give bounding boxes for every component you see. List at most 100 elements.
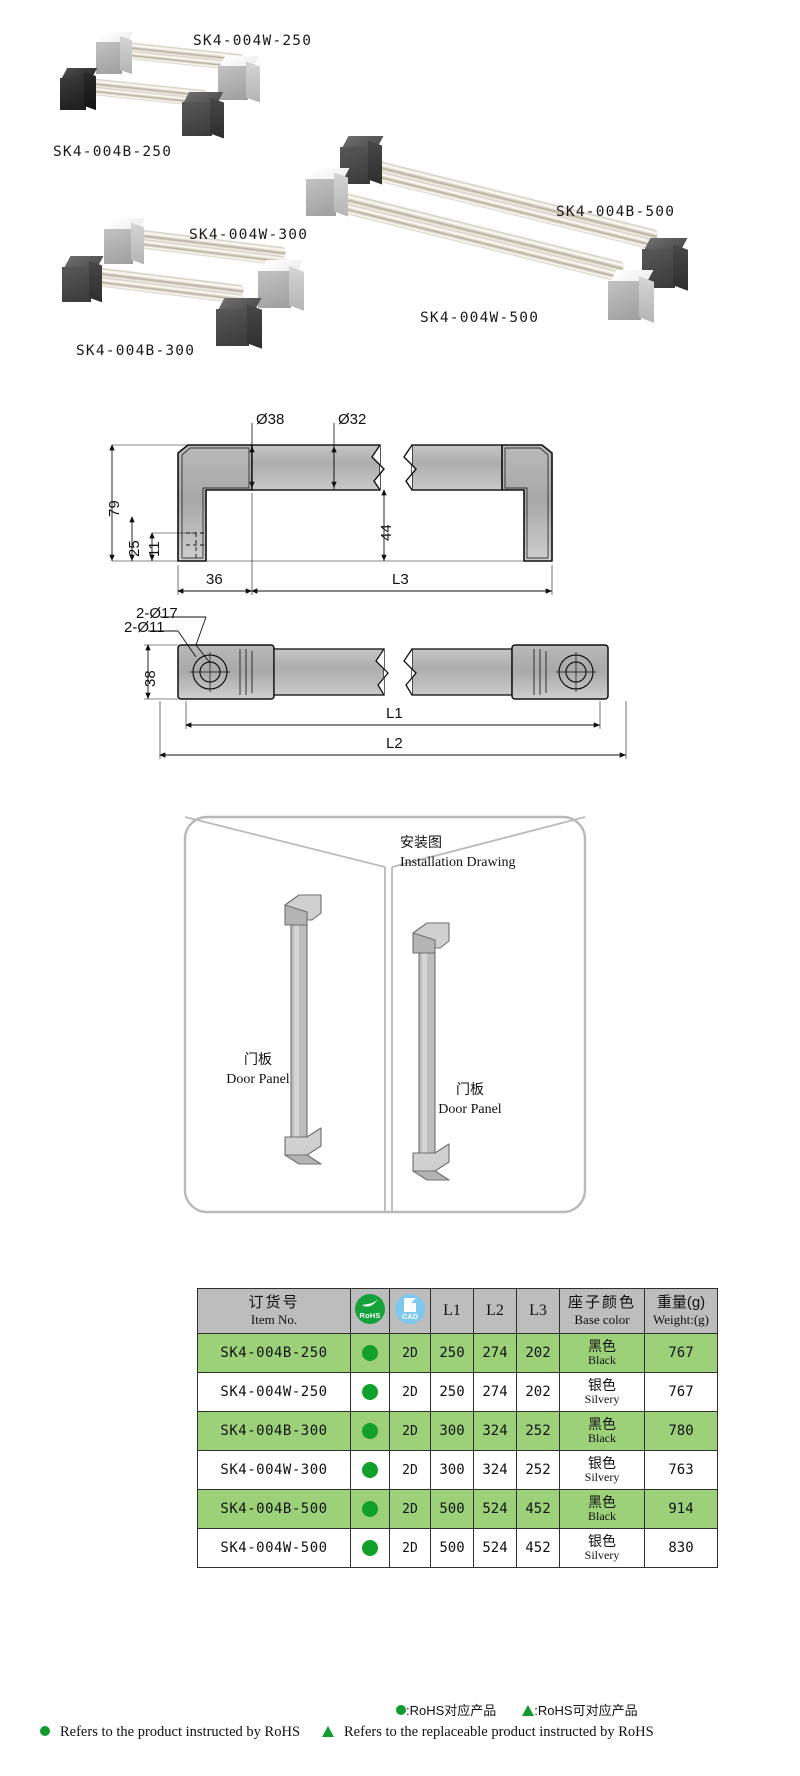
header-weight: 重量(g) Weight:(g) bbox=[644, 1288, 718, 1334]
handle-foot bbox=[104, 218, 146, 266]
header-item-no-cn: 订货号 bbox=[248, 1294, 300, 1312]
installation-drawing-section: 安装图 Installation Drawing 门板 Door Panel 门… bbox=[0, 805, 800, 1260]
cell-base-color: 黑色 Black bbox=[559, 1489, 645, 1529]
rohs-leaf-icon bbox=[362, 1298, 378, 1307]
handle-foot bbox=[214, 298, 262, 350]
dim-length-l2: L2 bbox=[386, 735, 403, 752]
cell-l3: 452 bbox=[516, 1489, 560, 1529]
table-header-row: 订货号 Item No. RoHS bbox=[197, 1288, 718, 1334]
cell-item-no: SK4-004W-300 bbox=[197, 1450, 351, 1490]
product-label-sk4-004w-500: SK4-004W-500 bbox=[420, 310, 540, 326]
dim-hole-2-d17: 2-Ø17 bbox=[136, 605, 178, 622]
green-dot-icon bbox=[40, 1726, 50, 1736]
rohs-dot-icon bbox=[362, 1540, 378, 1557]
dim-diameter-38: Ø38 bbox=[256, 411, 285, 428]
legend-en-tri-text: Refers to the replaceable product instru… bbox=[344, 1724, 654, 1740]
handle-foot bbox=[96, 32, 134, 76]
product-label-sk4-004w-300: SK4-004W-300 bbox=[189, 227, 309, 243]
cell-weight: 830 bbox=[644, 1528, 718, 1568]
cell-item-no: SK4-004B-250 bbox=[197, 1333, 351, 1373]
cell-rohs bbox=[350, 1528, 390, 1568]
rohs-icon: RoHS bbox=[355, 1293, 385, 1324]
table-row: SK4-004B-250 2D 250 274 202 黑色 Black 767 bbox=[197, 1333, 718, 1373]
elevation-tube-right bbox=[411, 444, 503, 491]
dim-height-25: 25 bbox=[126, 540, 143, 557]
cell-weight: 767 bbox=[644, 1333, 718, 1373]
dim-height-38: 38 bbox=[142, 670, 159, 687]
cell-weight: 763 bbox=[644, 1450, 718, 1490]
cell-cad: 2D bbox=[389, 1372, 431, 1412]
cell-l2: 324 bbox=[473, 1411, 517, 1451]
rohs-dot-icon bbox=[362, 1423, 378, 1440]
dim-height-11: 11 bbox=[146, 541, 163, 557]
cad-icon-label: CAD bbox=[401, 1311, 419, 1321]
cad-page-icon bbox=[404, 1297, 416, 1312]
cell-item-no: SK4-004W-250 bbox=[197, 1372, 351, 1412]
cell-cad: 2D bbox=[389, 1450, 431, 1490]
installation-title-en: Installation Drawing bbox=[400, 854, 516, 870]
installation-title-cn: 安装图 bbox=[400, 834, 442, 850]
cell-cad: 2D bbox=[389, 1489, 431, 1529]
technical-drawing-section: Ø38 Ø32 79 25 11 44 36 L3 2-Ø17 2-Ø11 38… bbox=[0, 405, 800, 795]
legend-en-dot-text: Refers to the product instructed by RoHS bbox=[60, 1724, 301, 1740]
cad-icon: CAD bbox=[395, 1293, 425, 1324]
cell-weight: 767 bbox=[644, 1372, 718, 1412]
door-panel-label-left: 门板 Door Panel bbox=[208, 1050, 308, 1090]
cell-weight: 780 bbox=[644, 1411, 718, 1451]
cell-l3: 202 bbox=[516, 1333, 560, 1373]
green-triangle-icon bbox=[522, 1705, 535, 1716]
handle-foot bbox=[606, 270, 654, 324]
cell-weight: 914 bbox=[644, 1489, 718, 1529]
plan-tube-right bbox=[411, 648, 513, 696]
cell-l2: 324 bbox=[473, 1450, 517, 1490]
handle-foot bbox=[180, 92, 224, 140]
header-cad: CAD bbox=[389, 1288, 431, 1334]
cell-l1: 300 bbox=[430, 1411, 474, 1451]
installation-title: 安装图 Installation Drawing bbox=[400, 833, 620, 873]
product-label-sk4-004b-250: SK4-004B-250 bbox=[53, 144, 173, 160]
dim-length-l3: L3 bbox=[392, 571, 409, 588]
specification-table-wrapper: 订货号 Item No. RoHS bbox=[197, 1288, 718, 1568]
dim-length-l1: L1 bbox=[386, 705, 403, 722]
handle-foot bbox=[216, 56, 260, 104]
cell-rohs bbox=[350, 1411, 390, 1451]
door-panel-right-en: Door Panel bbox=[438, 1101, 502, 1117]
header-rohs: RoHS bbox=[350, 1288, 390, 1334]
cell-l2: 274 bbox=[473, 1372, 517, 1412]
rohs-dot-icon bbox=[362, 1501, 378, 1518]
legend-english-row: Refers to the product instructed by RoHS… bbox=[40, 1723, 654, 1741]
product-label-sk4-004b-500: SK4-004B-500 bbox=[556, 204, 676, 220]
cell-l2: 524 bbox=[473, 1489, 517, 1529]
header-base-color: 座子颜色 Base color bbox=[559, 1288, 645, 1334]
cell-item-no: SK4-004B-300 bbox=[197, 1411, 351, 1451]
dim-hole-2-d11: 2-Ø11 bbox=[124, 619, 165, 636]
cell-rohs bbox=[350, 1450, 390, 1490]
table-row: SK4-004B-300 2D 300 324 252 黑色 Black 780 bbox=[197, 1411, 718, 1451]
rohs-dot-icon bbox=[362, 1345, 378, 1362]
header-weight-cn: 重量(g) bbox=[656, 1294, 706, 1312]
installation-drawing-svg bbox=[183, 815, 587, 1214]
legend-chinese-row: :RoHS对应产品 :RoHS可对应产品 bbox=[396, 1700, 638, 1720]
header-base-color-en: Base color bbox=[574, 1312, 630, 1328]
cell-item-no: SK4-004W-500 bbox=[197, 1528, 351, 1568]
cell-l1: 250 bbox=[430, 1372, 474, 1412]
cell-l3: 452 bbox=[516, 1528, 560, 1568]
installed-handle-left bbox=[284, 894, 322, 1165]
header-weight-en: Weight:(g) bbox=[653, 1312, 709, 1328]
dim-height-44: 44 bbox=[378, 524, 395, 541]
cell-rohs bbox=[350, 1372, 390, 1412]
cell-l1: 250 bbox=[430, 1333, 474, 1373]
dimension-drawing-svg bbox=[109, 423, 627, 759]
table-row: SK4-004W-300 2D 300 324 252 银色 Silvery 7… bbox=[197, 1450, 718, 1490]
product-label-sk4-004b-300: SK4-004B-300 bbox=[76, 343, 196, 359]
cell-cad: 2D bbox=[389, 1411, 431, 1451]
cell-l1: 300 bbox=[430, 1450, 474, 1490]
installed-handle-right bbox=[412, 922, 450, 1181]
header-l1: L1 bbox=[430, 1288, 474, 1334]
legend-cn-tri-text: :RoHS可对应产品 bbox=[534, 1703, 638, 1718]
cell-l1: 500 bbox=[430, 1489, 474, 1529]
door-panel-label-right: 门板 Door Panel bbox=[420, 1080, 520, 1120]
table-row: SK4-004B-500 2D 500 524 452 黑色 Black 914 bbox=[197, 1489, 718, 1529]
specification-table: 订货号 Item No. RoHS bbox=[197, 1288, 718, 1568]
